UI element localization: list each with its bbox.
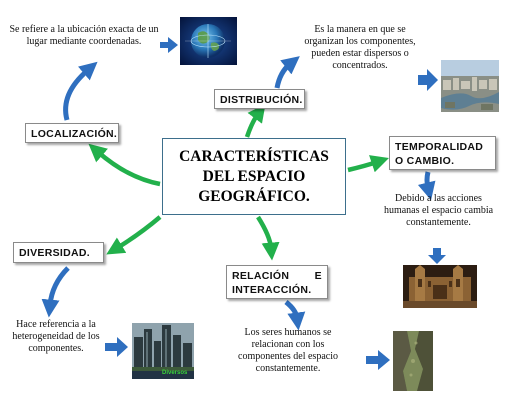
- block-arrow-to-skyscrapers: [105, 337, 128, 357]
- label-temporalidad: TEMPORALIDAD O CAMBIO.: [389, 136, 496, 170]
- skyscrapers-image: Diversos: [132, 323, 194, 379]
- blue-arrow-localizacion: [63, 61, 98, 121]
- label-relacion: RELACIÓN E INTERACCIÓN.: [226, 265, 328, 299]
- blue-arrow-distribucion: [274, 56, 300, 89]
- green-arrow-temporalidad: [347, 155, 389, 173]
- central-title: CARACTERÍSTICAS DEL ESPACIO GEOGRÁFICO.: [179, 147, 329, 205]
- description-distribucion: Es la manera en que se organizan los com…: [304, 24, 416, 71]
- green-arrow-localizacion: [88, 143, 161, 187]
- description-temporalidad: Debido a las acciones humanas el espacio…: [383, 193, 494, 228]
- canyon-image: [393, 331, 433, 391]
- block-arrow-to-cathedral: [428, 248, 446, 264]
- description-diversidad: Hace referencia a la heterogeneidad de l…: [12, 319, 100, 354]
- green-arrow-distribucion: [244, 103, 266, 138]
- green-arrow-diversidad: [106, 215, 162, 255]
- blue-arrow-relacion: [284, 300, 306, 331]
- green-arrow-relacion: [256, 215, 280, 261]
- globe-image: [180, 17, 237, 65]
- block-arrow-to-globe: [160, 37, 178, 53]
- central-topic-box: CARACTERÍSTICAS DEL ESPACIO GEOGRÁFICO.: [162, 138, 346, 215]
- cathedral-image: [403, 265, 477, 308]
- block-arrow-to-city: [418, 69, 438, 91]
- block-arrow-to-canyon: [366, 350, 390, 370]
- label-distribucion: DISTRIBUCIÓN.: [214, 89, 305, 109]
- description-localizacion: Se refiere a la ubicación exacta de un l…: [9, 24, 159, 47]
- blue-arrow-temporalidad: [417, 171, 436, 201]
- label-localizacion: LOCALIZACIÓN.: [25, 123, 119, 143]
- label-diversidad: DIVERSIDAD.: [13, 242, 104, 263]
- description-relacion: Los seres humanos se relacionan con los …: [238, 327, 338, 374]
- blue-arrow-diversidad: [41, 266, 70, 318]
- city-aerial-image: [441, 60, 499, 112]
- skyscrapers-caption: Diversos: [162, 370, 188, 376]
